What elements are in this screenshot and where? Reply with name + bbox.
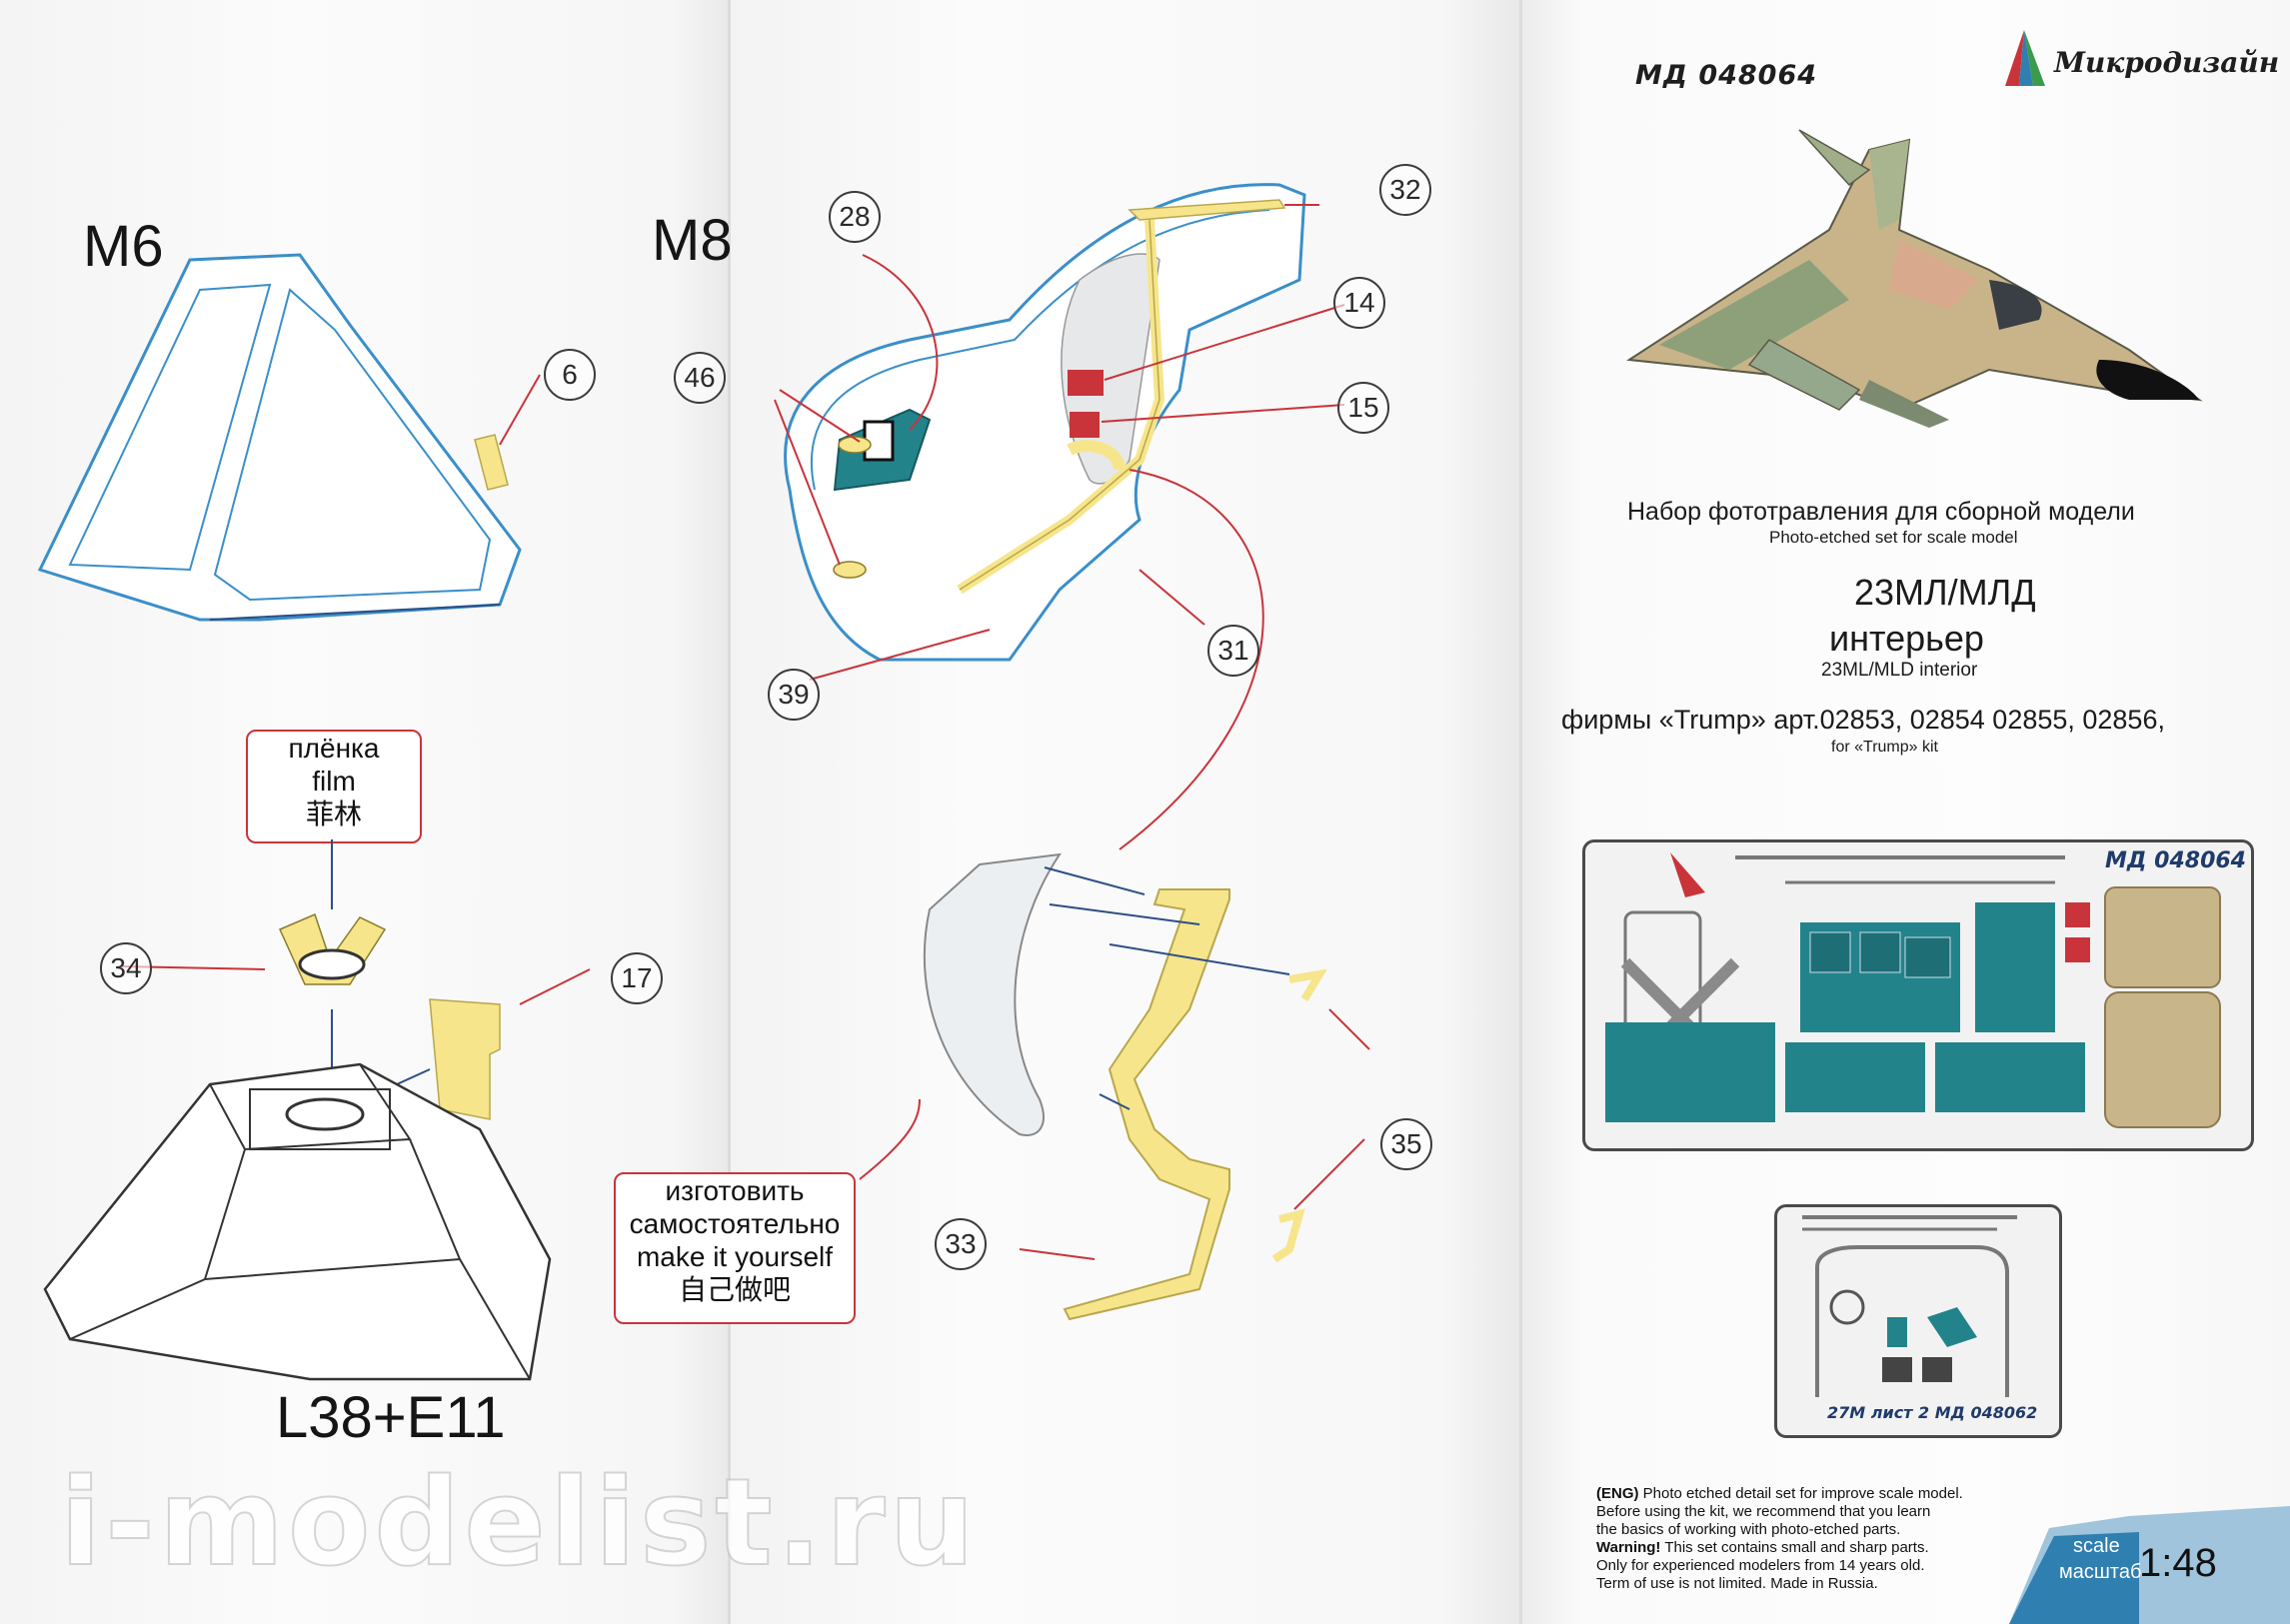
diy-note-zh: 自己做吧 [678, 1274, 791, 1305]
frame-parts-drawing [859, 852, 1370, 1321]
warning-eng-tag: (ENG) [1596, 1485, 1639, 1502]
watermark: i-modelist.ru [59, 1453, 979, 1594]
interior-en: 23ML/MLD interior [1821, 660, 1978, 681]
subtitle-en: Photo-etched set for scale model [1769, 528, 2018, 547]
callout-32: 32 [1379, 164, 1431, 216]
warning-line-1: Photo etched detail set for improve scal… [1638, 1485, 1963, 1502]
film-note: плёнка film 菲林 [246, 730, 422, 843]
fret-main-label: МД 048064 [2105, 848, 2246, 873]
scale-badge [2009, 1506, 2290, 1624]
film-note-ru: плёнка [288, 733, 380, 764]
canopy-m6-drawing [37, 253, 541, 622]
callout-33: 33 [935, 1218, 987, 1270]
callout-15: 15 [1337, 382, 1389, 434]
film-note-en: film [312, 766, 356, 797]
warning-line-4: This set contains small and sharp parts. [1660, 1539, 1929, 1556]
kit-compatibility-en: for «Trump» kit [1831, 739, 1938, 756]
fret-second-parts [1802, 1215, 2017, 1397]
warning-text: (ENG) Photo etched detail set for improv… [1596, 1485, 2036, 1593]
callout-6: 6 [544, 349, 596, 401]
warning-tag: Warning! [1596, 1539, 1661, 1556]
callout-28: 28 [829, 191, 881, 243]
scale-word-en: scale [2073, 1535, 2120, 1557]
diagram-label-l38-e11: L38+E11 [276, 1385, 506, 1450]
fret-main-parts [1605, 852, 2221, 1128]
callout-35: 35 [1380, 1118, 1432, 1170]
scale-word-ru: масштаб [2059, 1561, 2142, 1583]
diy-note-ru1: изготовить [665, 1175, 805, 1206]
brand-logo-icon [2005, 30, 2045, 86]
warning-line-6: Term of use is not limited. Made in Russ… [1596, 1575, 1878, 1592]
callout-34: 34 [100, 942, 152, 994]
callout-46: 46 [674, 352, 726, 404]
subtitle-ru: Набор фототравления для сборной модели [1627, 498, 2135, 526]
aircraft-illustration [1626, 129, 2203, 428]
brand-name: Микродизайн [2054, 46, 2280, 79]
product-code: МД 048064 [1635, 60, 1818, 91]
canopy-frame-m8-drawing [774, 183, 1345, 850]
model-name: 23МЛ/МЛД [1854, 572, 2036, 613]
make-it-yourself-note: изготовить самостоятельно make it yourse… [614, 1172, 856, 1324]
diagram-label-m8: M8 [652, 208, 733, 273]
fret-second-label: 27М лист 2 МД 048062 [1827, 1403, 2038, 1422]
fret-main: МД 048064 [1582, 839, 2254, 1151]
diy-note-en: make it yourself [636, 1241, 834, 1272]
callout-39: 39 [768, 669, 820, 721]
callout-14: 14 [1333, 277, 1385, 329]
diagram-label-m6: M6 [83, 214, 164, 279]
scale-value: 1:48 [2139, 1541, 2217, 1585]
fret-second: 27М лист 2 МД 048062 [1774, 1204, 2062, 1438]
diy-note-ru2: самостоятельно [629, 1208, 841, 1239]
interior-ru: интерьер [1829, 618, 1984, 659]
callout-31: 31 [1207, 625, 1259, 677]
callout-17: 17 [611, 952, 663, 1004]
warning-line-2: Before using the kit, we recommend that … [1596, 1503, 1931, 1520]
warning-line-5: Only for experienced modelers from 14 ye… [1596, 1557, 1925, 1574]
fold-line [728, 0, 731, 1624]
fold-line [1519, 0, 1522, 1624]
film-note-zh: 菲林 [305, 799, 362, 829]
warning-line-3: the basics of working with photo-etched … [1596, 1521, 1901, 1538]
kit-compatibility-ru: фирмы «Trump» арт.02853, 02854 02855, 02… [1561, 705, 2165, 735]
instrument-hood-drawing [43, 839, 591, 1381]
